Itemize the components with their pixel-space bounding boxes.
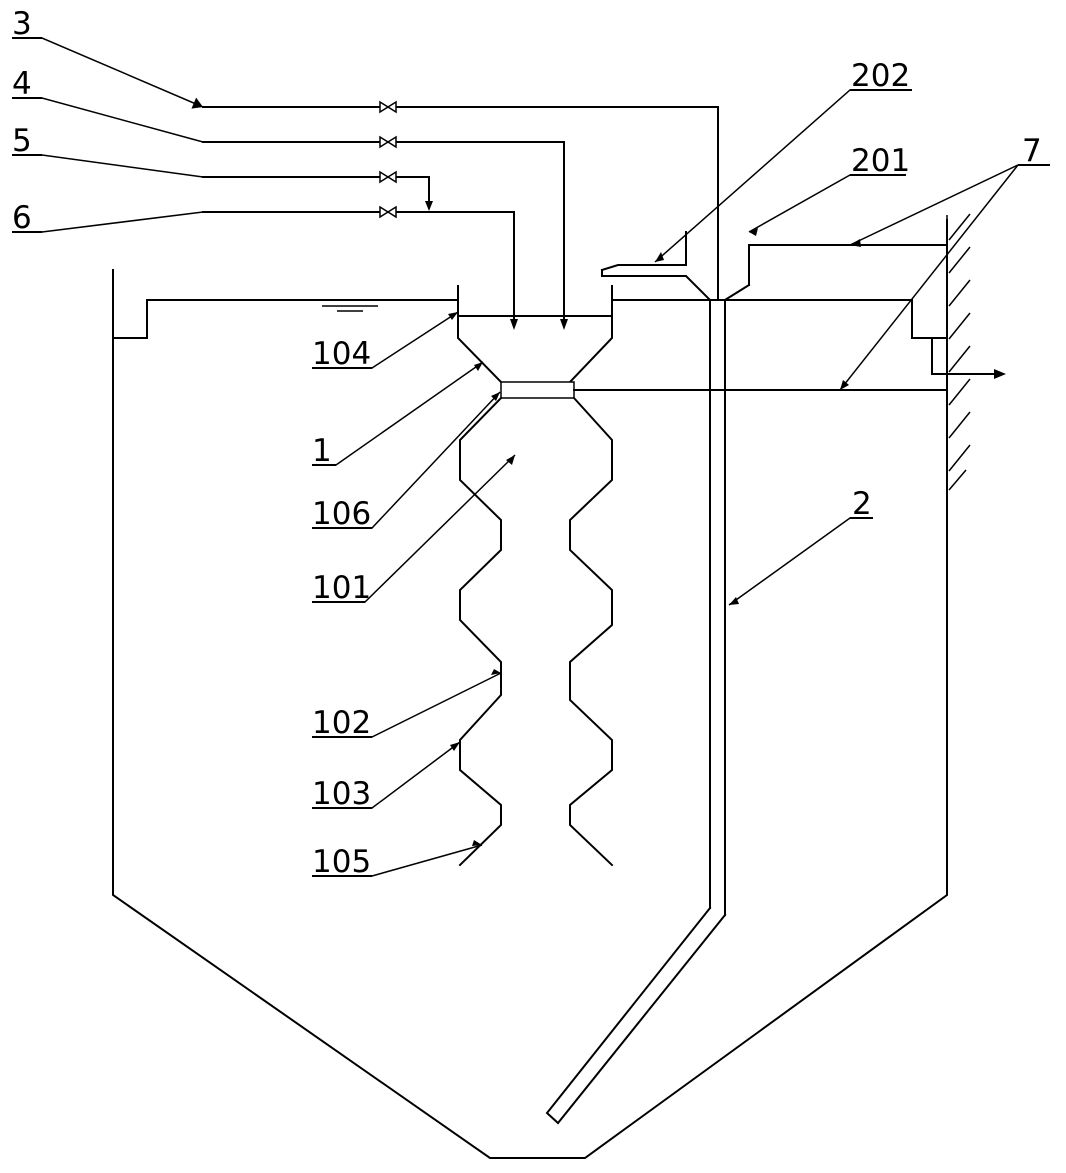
valve-4 [379, 135, 397, 149]
label-105: 105 [312, 844, 371, 880]
left-weir [112, 299, 459, 339]
feed-pipes [202, 100, 719, 330]
water-level-symbol [322, 305, 378, 312]
tank [112, 219, 1006, 1159]
pipe-4 [202, 141, 565, 321]
upper-beam [748, 244, 948, 286]
left-wave-wall [458, 396, 503, 867]
label-1: 1 [312, 433, 332, 469]
outlet-arrow [994, 369, 1006, 379]
pipe-6 [202, 211, 515, 321]
label-201: 201 [851, 143, 910, 179]
pipe-5 [202, 176, 430, 203]
right-wave-wall [569, 396, 614, 867]
valve-5 [379, 170, 397, 184]
label-101: 101 [312, 570, 371, 606]
chute [600, 231, 687, 272]
label-103: 103 [312, 776, 371, 812]
label-3: 3 [12, 6, 32, 42]
label-106: 106 [312, 496, 371, 532]
label-7: 7 [1022, 133, 1042, 169]
support-beams [573, 244, 948, 391]
pipe-3 [202, 106, 719, 301]
wall-hatching [946, 213, 971, 491]
ring-distributor [500, 381, 575, 399]
outlet-pipe [931, 337, 996, 375]
label-5: 5 [12, 123, 32, 159]
valve-3 [379, 100, 397, 114]
label-6: 6 [12, 200, 32, 236]
label-4: 4 [12, 66, 32, 102]
labels: 3 4 5 6 202 201 7 104 1 106 101 2 102 10… [12, 6, 1050, 880]
label-202: 202 [851, 58, 910, 94]
label-2: 2 [852, 486, 872, 522]
valve-6 [379, 205, 397, 219]
label-102: 102 [312, 705, 371, 741]
right-weir [611, 299, 948, 339]
reactor-column [457, 285, 614, 867]
label-104: 104 [312, 336, 371, 372]
return-pipe [545, 231, 727, 1125]
